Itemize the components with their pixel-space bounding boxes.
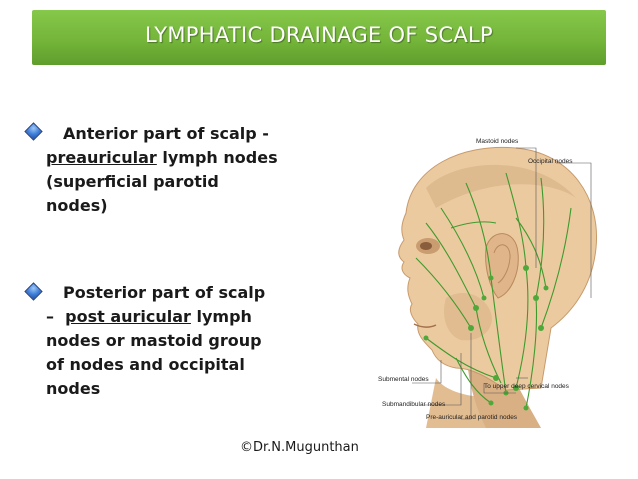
label-mastoid-nodes: Mastoid nodes: [476, 138, 519, 145]
head-illustration: [398, 146, 598, 428]
bullet-anterior-line1: Anterior part of scalp -: [63, 124, 269, 143]
dash-prefix: –: [46, 307, 66, 326]
lymph-nodes: [423, 265, 549, 411]
bullet-diamond-icon: [24, 282, 43, 301]
label-occipital-nodes: Occipital nodes: [528, 158, 573, 165]
label-upper-deep-cervical: To upper deep cervical nodes: [484, 383, 569, 390]
cranium-shading: [426, 164, 576, 208]
bullet-posterior-line2-rest: lymph: [190, 307, 252, 326]
head-lymphatics-figure: Mastoid nodes Occipital nodes Submental …: [366, 128, 624, 428]
preauricular-term: preauricular: [46, 148, 157, 167]
bullet-posterior-line2: – post auricular lymph: [46, 305, 316, 329]
bullet-anterior-line3: (superficial parotid: [46, 172, 219, 191]
mouth: [413, 323, 437, 328]
label-submandibular-nodes: Submandibular nodes: [382, 401, 446, 408]
bullet-anterior: Anterior part of scalp - preauricular ly…: [46, 122, 316, 218]
bullet-anterior-line2-rest: lymph nodes: [156, 148, 278, 167]
leader-lines: [412, 147, 592, 420]
title-bar: LYMPHATIC DRAINAGE OF SCALP: [32, 10, 606, 65]
copyright-text: ©Dr.N.Mugunthan: [240, 440, 359, 455]
bullet-anterior-line2: preauricular lymph nodes: [46, 146, 316, 170]
slide-title: LYMPHATIC DRAINAGE OF SCALP: [145, 23, 493, 47]
post-auricular-term: post auricular: [65, 307, 191, 326]
eye: [420, 242, 432, 250]
bullet-posterior-line3: nodes or mastoid group: [46, 331, 262, 350]
label-preauricular-parotid: Pre-auricular and parotid nodes: [426, 414, 518, 421]
bullet-posterior-line4: of nodes and occipital: [46, 355, 245, 374]
bullet-diamond-icon: [24, 122, 43, 141]
bullet-posterior: Posterior part of scalp – post auricular…: [46, 281, 316, 401]
label-submental-nodes: Submental nodes: [378, 376, 429, 383]
lymph-vessels: [415, 172, 572, 409]
bullet-posterior-line5: nodes: [46, 379, 101, 398]
bullet-anterior-line4: nodes): [46, 196, 108, 215]
bullet-posterior-line1: Posterior part of scalp: [63, 283, 266, 302]
ear-helix: [493, 244, 511, 284]
